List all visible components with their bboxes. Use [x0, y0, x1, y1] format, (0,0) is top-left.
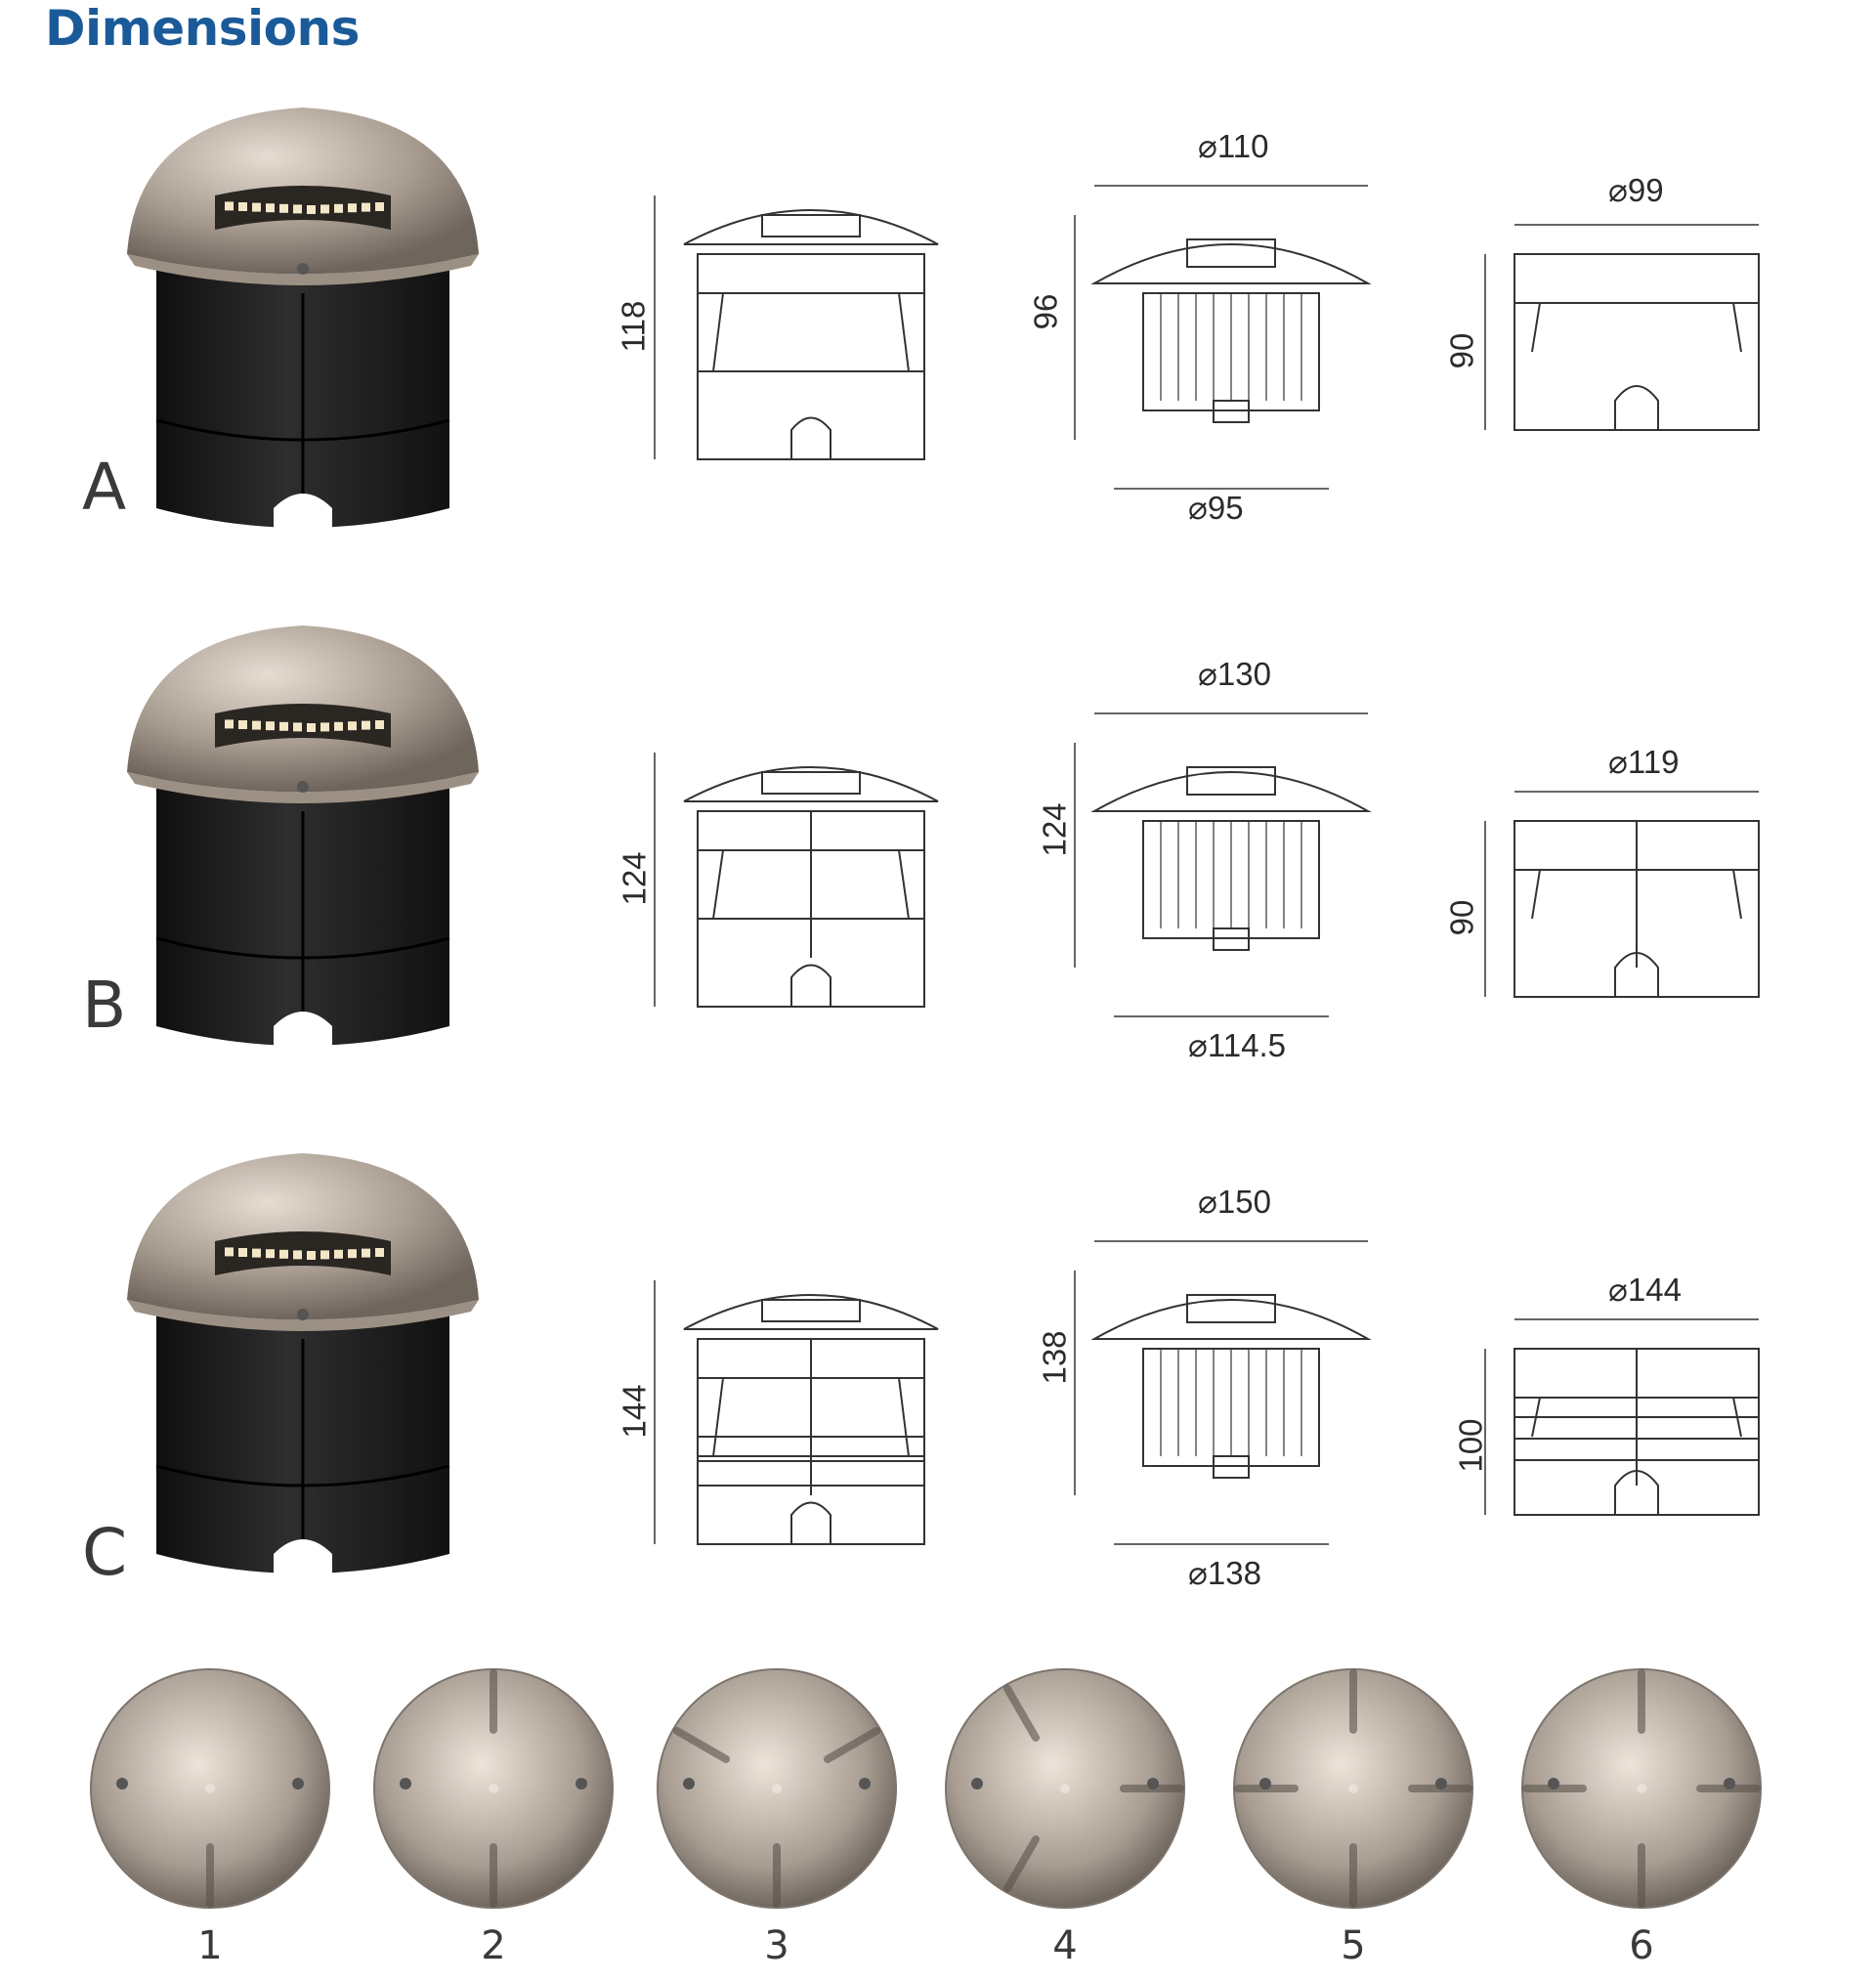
section-view-top-diameter: ⌀130	[1198, 656, 1271, 692]
side-view-drawing	[645, 186, 948, 474]
section-view-drawing	[1065, 1231, 1378, 1559]
housing-view-height: 100	[1452, 1418, 1489, 1473]
housing-view-height: 90	[1443, 899, 1480, 936]
cover-option-label: 6	[1629, 1923, 1654, 1968]
cover-option	[1226, 1661, 1480, 1916]
product-photo	[107, 98, 498, 567]
cover-option	[1514, 1661, 1769, 1916]
cover-option-label: 2	[481, 1923, 506, 1968]
cover-option-label: 1	[197, 1923, 223, 1968]
cover-options: 1 2 3 4 5 6	[0, 1661, 1876, 1983]
housing-view-diameter: ⌀119	[1608, 744, 1680, 780]
variant-letter: A	[82, 450, 127, 525]
product-photo	[107, 616, 498, 1085]
cover-option	[938, 1661, 1192, 1916]
section-view-drawing	[1065, 704, 1378, 1031]
side-view-height: 144	[616, 1384, 653, 1439]
cover-option	[650, 1661, 904, 1916]
housing-view-drawing	[1475, 215, 1769, 445]
product-photo	[107, 1143, 498, 1613]
side-view-height: 118	[615, 300, 652, 353]
cover-option	[366, 1661, 620, 1916]
side-view-drawing	[645, 743, 948, 1021]
housing-view-diameter: ⌀144	[1608, 1272, 1682, 1308]
cover-option-label: 4	[1052, 1923, 1078, 1968]
section-view-bottom-diameter: ⌀114.5	[1188, 1027, 1286, 1063]
page-title: Dimensions	[45, 0, 360, 57]
cover-option-label: 5	[1341, 1923, 1366, 1968]
variant-letter: B	[82, 968, 127, 1043]
variant-row: A 118 96 ⌀110 ⌀95 90 ⌀99	[0, 98, 1876, 606]
side-view-height: 124	[616, 851, 653, 906]
side-view-drawing	[645, 1271, 948, 1559]
housing-view-height: 90	[1443, 332, 1480, 369]
section-view-height: 96	[1027, 293, 1064, 330]
section-view-top-diameter: ⌀110	[1198, 128, 1269, 164]
section-view-bottom-diameter: ⌀95	[1188, 490, 1244, 526]
section-view-drawing	[1065, 176, 1378, 503]
variant-row: C 144 138 ⌀150 ⌀138 100 ⌀144	[0, 1143, 1876, 1652]
housing-view-drawing	[1475, 1310, 1769, 1530]
housing-view-drawing	[1475, 782, 1769, 1012]
section-view-top-diameter: ⌀150	[1198, 1184, 1271, 1220]
section-view-height: 138	[1036, 1330, 1073, 1385]
section-view-bottom-diameter: ⌀138	[1188, 1555, 1261, 1591]
variant-letter: C	[82, 1515, 128, 1590]
cover-option-label: 3	[764, 1923, 789, 1968]
cover-option	[83, 1661, 337, 1916]
variant-row: B 124 124 ⌀130 ⌀114.5 90 ⌀119	[0, 616, 1876, 1124]
section-view-height: 124	[1036, 802, 1073, 857]
housing-view-diameter: ⌀99	[1608, 172, 1664, 208]
